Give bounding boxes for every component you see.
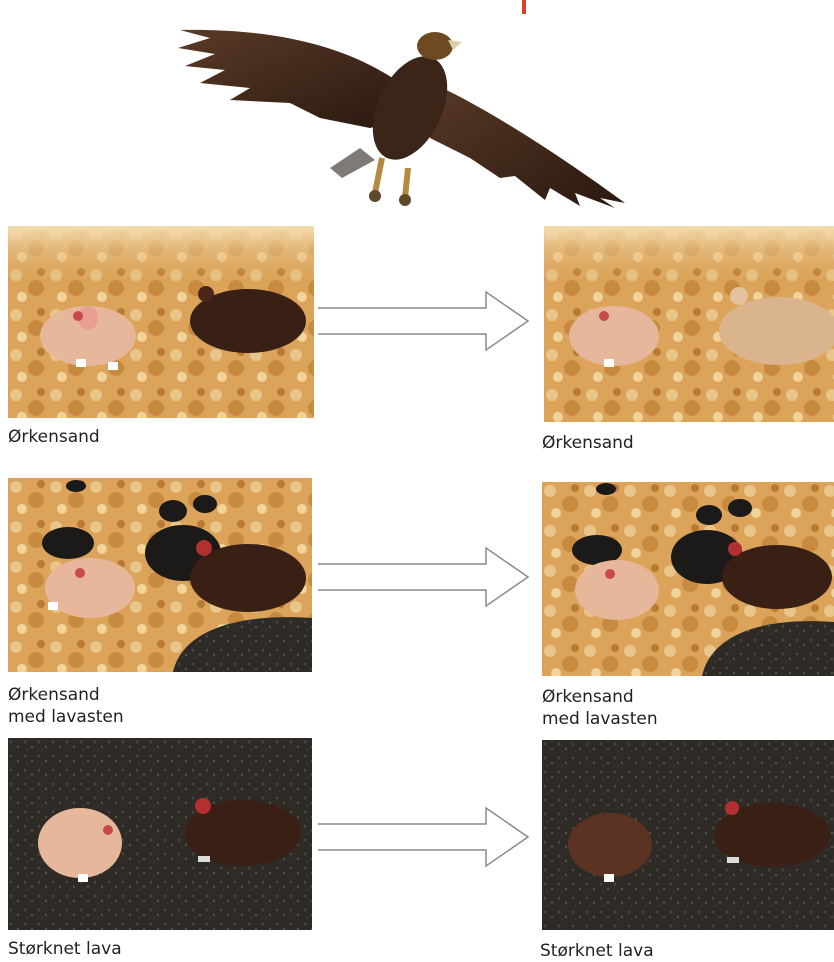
caption-lava-before: Størknet lava <box>8 938 122 960</box>
panel-desert-lava-before <box>8 478 312 672</box>
light-mouse <box>45 558 135 618</box>
caption-desert-before: Ørkensand <box>8 426 100 448</box>
arrow-lava <box>316 806 532 868</box>
arrow-desert-lava <box>316 546 532 608</box>
panel-desert-after <box>544 226 834 422</box>
panel-desert-before <box>8 226 314 418</box>
panel-lava-before <box>8 738 312 930</box>
panel-lava-after <box>542 740 834 930</box>
panel-desert-lava-after <box>542 482 834 676</box>
caption-desert-lava-after: Ørkensand med lavasten <box>542 686 658 730</box>
caption-desert-lava-before: Ørkensand med lavasten <box>8 684 124 728</box>
caption-desert-after: Ørkensand <box>542 432 634 454</box>
arrow-desert <box>316 290 532 352</box>
caption-lava-after: Størknet lava <box>540 940 654 962</box>
eagle-illustration <box>170 8 640 213</box>
light-mouse <box>575 560 659 620</box>
